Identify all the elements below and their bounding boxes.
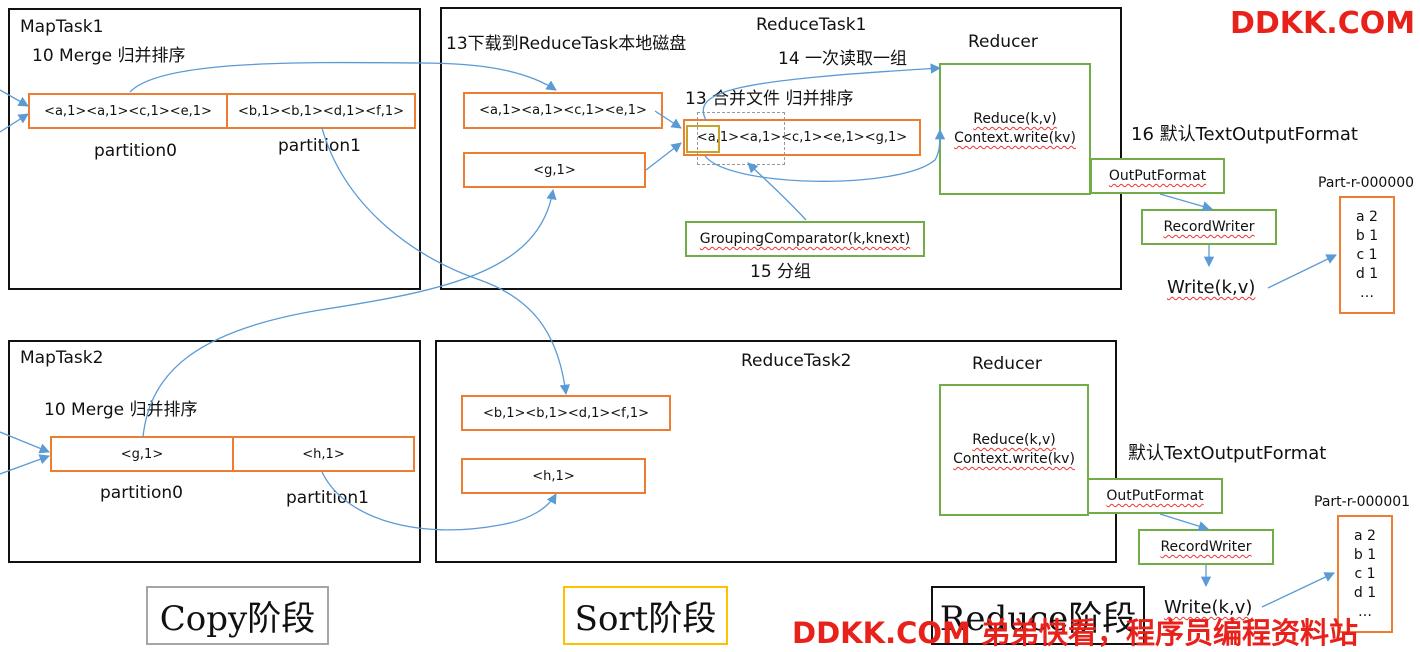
maptask2-partition0-cell: <g,1>: [52, 438, 234, 470]
output2-recordwriter-text: RecordWriter: [1160, 539, 1252, 555]
reducer2-title: Reducer: [972, 354, 1042, 374]
maptask2-title: MapTask2: [20, 348, 104, 368]
output2-write: Write(k,v): [1164, 599, 1252, 617]
reducetask1-merge-label: 13 合并文件 归并排序: [685, 89, 854, 109]
reducer1-context-write: Context.write(kv): [954, 130, 1076, 146]
output2-file-line: c 1: [1354, 566, 1376, 582]
output1-outputformat-text: OutPutFormat: [1108, 168, 1207, 184]
output1-flow-arrow: [1159, 193, 1213, 212]
output1-file-line: c 1: [1356, 247, 1378, 263]
maptask2-partition-bar: <g,1> <h,1>: [50, 436, 415, 472]
output1-file-line: …: [1360, 285, 1374, 301]
reducer1-title: Reducer: [968, 32, 1038, 52]
output2-file-line: d 1: [1353, 585, 1377, 601]
output1-format-label: 16 默认TextOutputFormat: [1131, 124, 1358, 145]
output2-outputformat-box: OutPutFormat: [1087, 478, 1223, 514]
maptask1-partition0-label: partition0: [94, 141, 177, 161]
output2-recordwriter-box: RecordWriter: [1138, 529, 1274, 565]
reducer2-context-write: Context.write(kv): [953, 451, 1075, 467]
output2-write-text: Write(k,v): [1164, 597, 1253, 618]
watermark-top: DDKK.COM: [1230, 6, 1416, 41]
output1-write-text: Write(k,v): [1167, 277, 1256, 298]
reducetask2-segment2: <h,1>: [461, 458, 646, 494]
output1-file-line: a 2: [1356, 209, 1378, 225]
merged-group-dashed-frame: [697, 112, 785, 165]
maptask1-title: MapTask1: [20, 17, 104, 37]
reducer2-reduce-call: Reduce(k,v): [972, 432, 1056, 448]
output2-flow-arrow: [1159, 513, 1209, 532]
maptask1-partition1-label: partition1: [278, 136, 361, 156]
output2-file-line: b 1: [1353, 547, 1377, 563]
reduce-stage-label: Reduce阶段: [931, 586, 1145, 645]
output2-file-line: …: [1358, 604, 1372, 620]
output2-format-label: 默认TextOutputFormat: [1128, 443, 1327, 464]
grouping-comparator-text: GroupingComparator(k,knext): [699, 231, 911, 247]
output2-outputformat-text: OutPutFormat: [1106, 488, 1204, 504]
maptask1-partition-bar: <a,1><a,1><c,1><e,1> <b,1><b,1><d,1><f,1…: [28, 93, 416, 129]
maptask2-partition0-label: partition0: [100, 483, 183, 503]
reducer2-box: Reduce(k,v) Context.write(kv): [939, 384, 1089, 516]
maptask2-merge-label: 10 Merge 归并排序: [44, 400, 198, 420]
reducetask1-group-label: 15 分组: [750, 262, 812, 282]
maptask2-partition1-cell: <h,1>: [302, 446, 345, 462]
output2-file-box: a 2 b 1 c 1 d 1 …: [1337, 515, 1393, 633]
output1-file-box: a 2 b 1 c 1 d 1 …: [1339, 196, 1395, 314]
maptask1-partition1-cell: <b,1><b,1><d,1><f,1>: [237, 103, 405, 119]
output1-recordwriter-box: RecordWriter: [1141, 209, 1277, 245]
output1-file-name: Part-r-000000: [1318, 175, 1415, 191]
reducetask1-read-group-label: 14 一次读取一组: [778, 49, 908, 69]
sort-stage-label: Sort阶段: [563, 586, 728, 645]
output1-file-line: b 1: [1355, 228, 1379, 244]
watermark-bottom: DDKK.COM 弟弟快看，程序员编程资料站: [792, 616, 1358, 650]
maptask2-partition1-label: partition1: [286, 488, 369, 508]
output2-file-line: a 2: [1354, 528, 1376, 544]
reducetask1-title: ReduceTask1: [756, 15, 867, 35]
reducetask1-segment1: <a,1><a,1><c,1><e,1>: [463, 92, 663, 129]
maptask1-merge-label: 10 Merge 归并排序: [32, 46, 186, 66]
reducetask1-segment2: <g,1>: [463, 152, 646, 188]
output1-file-arrow: [1267, 254, 1337, 289]
output2-file-name: Part-r-000001: [1314, 494, 1411, 510]
reducetask1-download-label: 13下载到ReduceTask本地磁盘: [446, 34, 687, 54]
grouping-comparator-box: GroupingComparator(k,knext): [685, 221, 925, 257]
output1-outputformat-box: OutPutFormat: [1090, 158, 1225, 194]
reducetask2-segment1: <b,1><b,1><d,1><f,1>: [461, 395, 671, 431]
output1-recordwriter-text: RecordWriter: [1163, 219, 1255, 235]
reducer1-box: Reduce(k,v) Context.write(kv): [939, 63, 1091, 195]
maptask1-partition0-cell: <a,1><a,1><c,1><e,1>: [30, 95, 228, 127]
reducer1-reduce-call: Reduce(k,v): [973, 111, 1057, 127]
output2-file-arrow: [1261, 572, 1335, 608]
copy-stage-label: Copy阶段: [146, 586, 329, 645]
reducetask2-title: ReduceTask2: [741, 351, 852, 371]
output1-file-line: d 1: [1355, 266, 1379, 282]
output1-write: Write(k,v): [1167, 279, 1255, 297]
